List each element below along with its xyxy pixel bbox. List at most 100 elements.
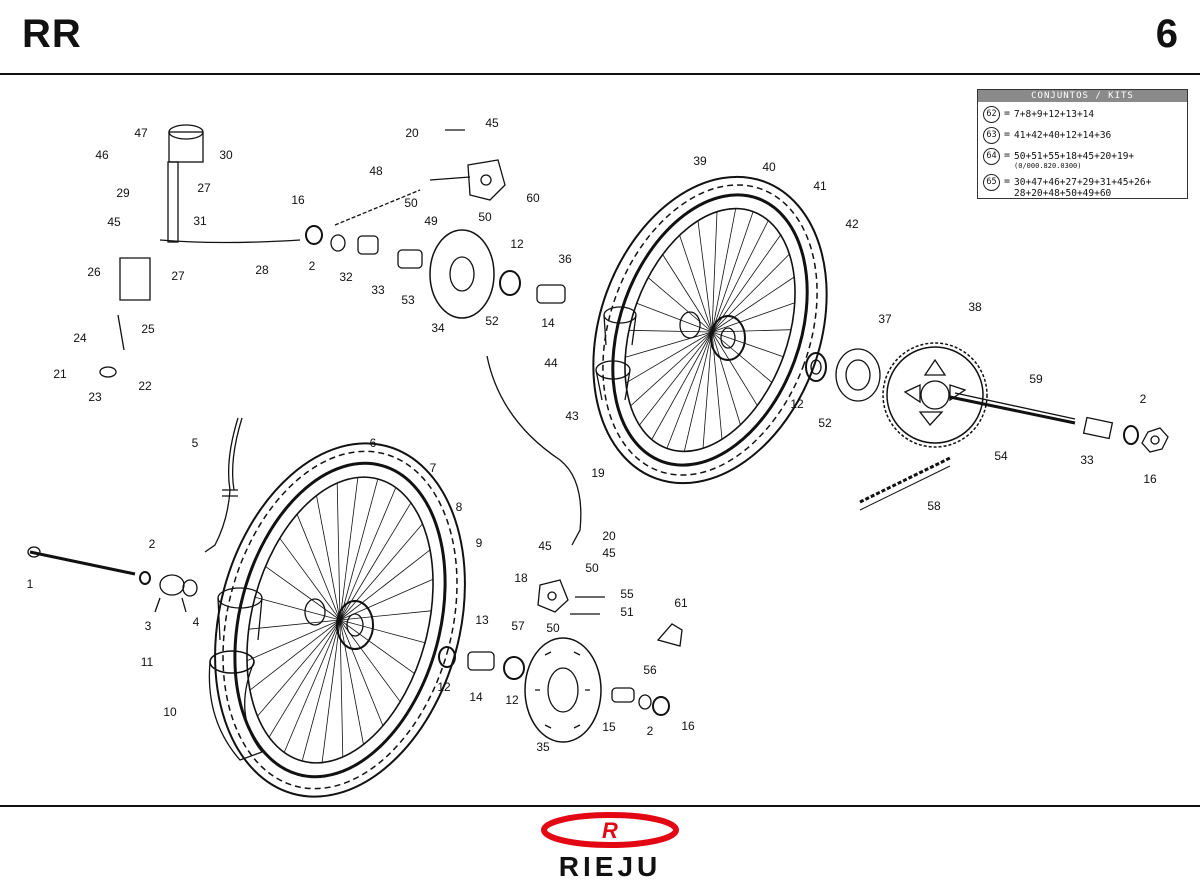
rear-master-cylinder: [99, 124, 301, 378]
front-wheel: [214, 442, 466, 798]
model-title: RR: [22, 12, 82, 56]
part-callout-50: 50: [404, 196, 418, 210]
part-callout-18: 18: [514, 571, 528, 585]
part-callout-6: 6: [370, 436, 377, 450]
part-callout-4: 4: [193, 615, 200, 629]
kit-components-line: 50+51+55+18+45+20+19+: [1014, 151, 1135, 162]
part-callout-35: 35: [536, 740, 550, 754]
part-callout-27: 27: [197, 181, 211, 195]
kit-reference-code: (0/000.820.0300): [1014, 162, 1082, 170]
part-callout-30: 30: [219, 148, 233, 162]
part-callout-55: 55: [620, 587, 634, 601]
part-callout-44: 44: [544, 356, 558, 370]
kit-components-line: 30+47+46+27+29+31+45+26+: [1014, 177, 1152, 188]
kit-components-line-2: 28+20+48+50+49+60: [1014, 188, 1112, 199]
part-callout-20: 20: [602, 529, 616, 543]
part-callout-49: 49: [424, 214, 438, 228]
part-callout-50: 50: [546, 621, 560, 635]
kit-components-line: 7+8+9+12+13+14: [1014, 109, 1095, 120]
part-callout-25: 25: [141, 322, 155, 336]
part-callout-7: 7: [430, 461, 437, 475]
kit-row: 64 = 50+51+55+18+45+20+19+ (0/000.820.03…: [983, 148, 1187, 170]
page-header: RR 6: [0, 0, 1200, 74]
part-callout-16: 16: [291, 193, 305, 207]
kit-components: 50+51+55+18+45+20+19+ (0/000.820.0300): [1014, 151, 1134, 170]
part-callout-22: 22: [138, 379, 152, 393]
kits-title: CONJUNTOS / KITS: [978, 90, 1187, 102]
front-axle: [27, 546, 198, 613]
rear-brake-disc: [429, 229, 495, 319]
part-callout-32: 32: [339, 270, 353, 284]
part-callout-51: 51: [620, 605, 634, 619]
front-brake-caliper: [537, 579, 605, 615]
part-callout-12: 12: [790, 397, 804, 411]
sprocket-carrier: [805, 348, 881, 402]
part-callout-57: 57: [511, 619, 525, 633]
part-callout-42: 42: [845, 217, 859, 231]
logo-wordmark: RIEJU: [559, 851, 661, 880]
logo-emblem-letter: R: [602, 818, 618, 843]
kit-number: 65: [983, 174, 1000, 191]
part-callout-58: 58: [927, 499, 941, 513]
part-callout-15: 15: [602, 720, 616, 734]
part-callout-2: 2: [149, 537, 156, 551]
part-callout-31: 31: [193, 214, 207, 228]
kit-number: 62: [983, 106, 1000, 123]
footer-rule: [0, 805, 1200, 807]
rieju-logo: R RIEJU: [541, 812, 679, 880]
part-callout-38: 38: [968, 300, 982, 314]
page-number: 6: [1155, 12, 1178, 56]
kit-number: 63: [983, 127, 1000, 144]
part-callout-52: 52: [485, 314, 499, 328]
front-brake-disc: [524, 637, 602, 743]
kit-equals: =: [1004, 108, 1011, 119]
front-spacers: [438, 646, 670, 716]
part-callout-45: 45: [107, 215, 121, 229]
part-callout-41: 41: [813, 179, 827, 193]
part-callout-29: 29: [116, 186, 130, 200]
part-callout-50: 50: [585, 561, 599, 575]
rear-tube-parts: [595, 306, 637, 401]
part-callout-12: 12: [510, 237, 524, 251]
part-callout-14: 14: [469, 690, 483, 704]
part-callout-33: 33: [371, 283, 385, 297]
rear-wheel: [592, 175, 828, 485]
part-callout-56: 56: [643, 663, 657, 677]
part-callout-53: 53: [401, 293, 415, 307]
part-callout-45: 45: [485, 116, 499, 130]
part-callout-11: 11: [141, 655, 154, 669]
part-callout-48: 48: [369, 164, 383, 178]
part-callout-12: 12: [505, 693, 519, 707]
part-callout-26: 26: [87, 265, 101, 279]
kit-components-line: 41+42+40+12+14+36: [1014, 130, 1112, 141]
part-callout-33: 33: [1080, 453, 1094, 467]
part-callout-28: 28: [255, 263, 269, 277]
part-callout-46: 46: [95, 148, 109, 162]
part-callout-39: 39: [693, 154, 707, 168]
part-callout-61: 61: [674, 596, 688, 610]
part-callout-16: 16: [681, 719, 695, 733]
kit-equals: =: [1004, 150, 1011, 161]
part-callout-12: 12: [437, 680, 451, 694]
drive-chain: [859, 456, 951, 511]
kit-equals: =: [1004, 129, 1011, 140]
part-callout-45: 45: [538, 539, 552, 553]
part-callout-47: 47: [134, 126, 148, 140]
part-callout-3: 3: [145, 619, 152, 633]
part-callout-10: 10: [163, 705, 177, 719]
rear-brake-caliper: [334, 129, 506, 226]
part-callout-14: 14: [541, 316, 555, 330]
kit-components: 7+8+9+12+13+14: [1014, 109, 1094, 120]
part-callout-59: 59: [1029, 372, 1043, 386]
brake-hose-19: [486, 355, 582, 546]
bracket-61: [656, 623, 683, 647]
kit-row: 62 = 7+8+9+12+13+14: [983, 106, 1187, 123]
part-callout-34: 34: [431, 321, 445, 335]
part-callout-21: 21: [53, 367, 67, 381]
part-callout-54: 54: [994, 449, 1008, 463]
part-callout-2: 2: [1140, 392, 1147, 406]
part-callout-5: 5: [192, 436, 199, 450]
part-callout-60: 60: [526, 191, 540, 205]
part-callout-1: 1: [27, 577, 34, 591]
